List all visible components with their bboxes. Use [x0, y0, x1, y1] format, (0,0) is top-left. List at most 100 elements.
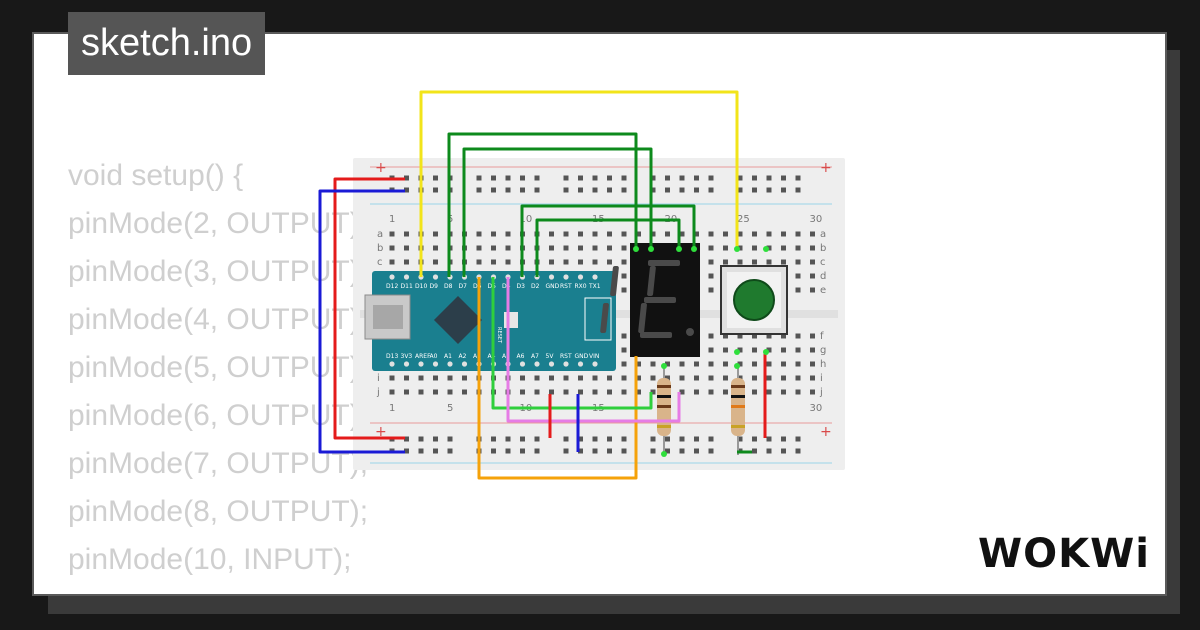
breadboard-hole — [737, 187, 743, 193]
breadboard-hole — [621, 436, 627, 442]
breadboard-hole — [476, 259, 482, 265]
wire-green-3 — [520, 204, 696, 277]
breadboard-hole — [708, 347, 714, 353]
breadboard-hole — [694, 389, 699, 395]
rail-plus-label: + — [375, 160, 387, 176]
breadboard-hole — [795, 448, 801, 454]
breadboard-hole — [752, 347, 757, 353]
breadboard-hole — [621, 347, 627, 353]
breadboard-hole — [534, 375, 540, 381]
breadboard-hole — [795, 333, 801, 339]
breadboard-hole — [708, 187, 714, 193]
breadboard-hole — [520, 187, 525, 193]
nano-pin-label: A2 — [459, 353, 467, 360]
breadboard-hole — [520, 448, 525, 454]
breadboard-hole — [592, 231, 598, 237]
breadboard-hole — [389, 389, 395, 395]
breadboard-hole — [491, 175, 496, 181]
nano-pin-bottom — [389, 361, 395, 367]
breadboard-hole — [694, 231, 699, 237]
breadboard-hole — [737, 333, 743, 339]
breadboard-hole — [433, 375, 438, 381]
breadboard-hole — [404, 389, 409, 395]
breadboard-hole — [578, 187, 583, 193]
breadboard-hole — [694, 375, 699, 381]
breadboard-hole — [621, 259, 627, 265]
breadboard-hole — [766, 333, 772, 339]
breadboard-hole — [433, 175, 438, 181]
nano-pin-label: AREF — [415, 353, 431, 360]
nano-pin-bottom — [577, 361, 584, 367]
breadboard-hole — [636, 389, 641, 395]
breadboard-hole — [679, 448, 685, 454]
breadboard-hole — [389, 259, 395, 265]
breadboard-hole — [752, 259, 757, 265]
breadboard-hole — [404, 448, 409, 454]
breadboard-hole — [549, 375, 554, 381]
breadboard-hole — [650, 175, 656, 181]
breadboard-hole — [578, 175, 583, 181]
row-letter: e — [820, 285, 826, 296]
breadboard-hole — [708, 333, 714, 339]
breadboard-hole — [694, 448, 699, 454]
row-letter: a — [820, 229, 826, 240]
nano-pin-label: A6 — [517, 353, 525, 360]
breadboard-hole — [650, 231, 656, 237]
nano-pin-bottom — [563, 361, 569, 367]
breadboard-hole — [578, 448, 583, 454]
push-button[interactable] — [720, 265, 788, 335]
breadboard-hole — [723, 361, 728, 367]
breadboard-hole — [505, 259, 511, 265]
breadboard-hole — [737, 175, 743, 181]
code-line: pinMode(5, OUTPUT); — [68, 351, 369, 384]
breadboard-hole — [708, 389, 714, 395]
breadboard-hole — [781, 361, 786, 367]
seven-segment-display[interactable] — [600, 243, 700, 357]
row-letter: a — [377, 229, 383, 240]
breadboard-hole — [476, 231, 482, 237]
nano-pin-label: A7 — [531, 353, 539, 360]
breadboard-hole — [781, 231, 786, 237]
breadboard-hole — [810, 245, 815, 251]
breadboard-hole — [694, 175, 699, 181]
breadboard-hole — [679, 361, 685, 367]
breadboard-hole — [462, 389, 467, 395]
column-number: 1 — [389, 403, 395, 414]
nano-pin-label: D7 — [459, 283, 468, 290]
breadboard-hole — [781, 175, 786, 181]
wokwi-logo: WOKWi — [978, 531, 1148, 577]
breadboard-hole — [781, 333, 786, 339]
resistor-2[interactable] — [731, 364, 745, 455]
breadboard-hole — [752, 375, 757, 381]
breadboard-hole — [766, 436, 772, 442]
breadboard-hole — [781, 436, 786, 442]
breadboard-hole — [462, 375, 467, 381]
breadboard-hole — [433, 245, 438, 251]
nano-pin-bottom — [592, 361, 598, 367]
breadboard-hole — [650, 389, 656, 395]
nano-pin-label: 5V — [546, 353, 555, 360]
nano-pin-label: A1 — [444, 353, 452, 360]
file-name-tab[interactable]: sketch.ino — [68, 12, 266, 75]
breadboard-hole — [795, 375, 801, 381]
breadboard-hole — [810, 273, 815, 279]
breadboard-hole — [476, 245, 482, 251]
breadboard-hole — [679, 436, 685, 442]
breadboard-hole — [520, 436, 525, 442]
breadboard-hole — [737, 436, 743, 442]
breadboard-hole — [563, 187, 569, 193]
breadboard-hole — [752, 175, 757, 181]
breadboard-hole — [752, 245, 757, 251]
breadboard-hole — [534, 448, 540, 454]
breadboard-hole — [795, 389, 801, 395]
breadboard-hole — [810, 231, 815, 237]
breadboard-hole — [404, 375, 409, 381]
breadboard-hole — [592, 175, 598, 181]
breadboard-hole — [665, 448, 670, 454]
nano-pin-label: D8 — [444, 283, 453, 290]
nano-pin-label: RST — [560, 353, 572, 360]
nano-pin-top — [577, 274, 584, 280]
breadboard-hole — [607, 436, 612, 442]
